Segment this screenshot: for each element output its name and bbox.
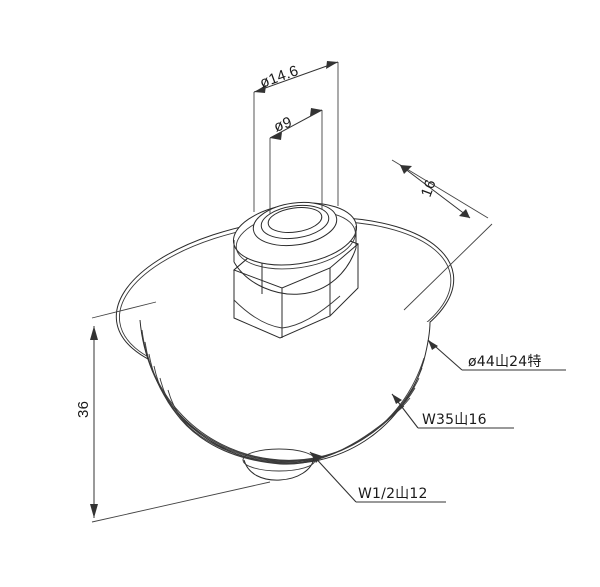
ext-line-36-bottom [91,481,271,523]
dim-label-d9: ø9 [272,114,295,136]
dim-label-16: 16 [418,177,440,199]
arrow-16-upper [400,165,412,174]
thread-line-6 [167,389,405,465]
dim-16-group: 16 [391,159,493,311]
bore [250,197,339,250]
callout-label-w35: W35山16 [422,412,487,428]
ext-line-36-top [91,301,157,319]
threaded-body [140,320,430,480]
callout-bottom-thread: W1/2山12 [309,451,446,503]
arrow-w35 [392,394,402,404]
top-extension-lines [253,62,339,214]
bottom-boss-outline [244,458,314,480]
callout-label-w12: W1/2山12 [358,486,428,502]
top-dimension-lines [253,61,339,140]
arrow-d9-left [270,132,282,140]
body-outline [140,320,430,463]
bore-mid-ellipse [259,201,331,242]
dim-label-d146: ø14.6 [258,62,301,92]
arrow-d44 [428,340,438,350]
arrow-w12 [310,452,322,463]
ext-line-16-lower [403,223,493,311]
arrow-d146-left [254,85,266,93]
thread-line-1 [141,329,425,461]
hex-chamfer-arc [233,295,341,329]
arrow-36-bottom [90,504,98,518]
arrow-36-top [90,326,98,340]
dimline-d146 [253,61,339,93]
arrow-d146-right [326,61,338,69]
callout-label-d44: ø44山24特 [468,354,542,370]
dim-label-36: 36 [75,401,92,418]
collar-bottom-arc [234,248,356,294]
callout-body-thread: W35山16 [391,393,514,429]
bore-inner-ellipse [267,204,324,235]
arrow-16-lower [459,209,470,218]
callout-flange-thread: ø44山24特 [427,339,566,371]
dim-36-group: 36 [75,301,271,523]
dimline-16 [399,164,471,219]
arrow-d9-right [310,108,322,116]
thread-line-5 [159,377,411,464]
dimline-d9 [269,109,323,139]
